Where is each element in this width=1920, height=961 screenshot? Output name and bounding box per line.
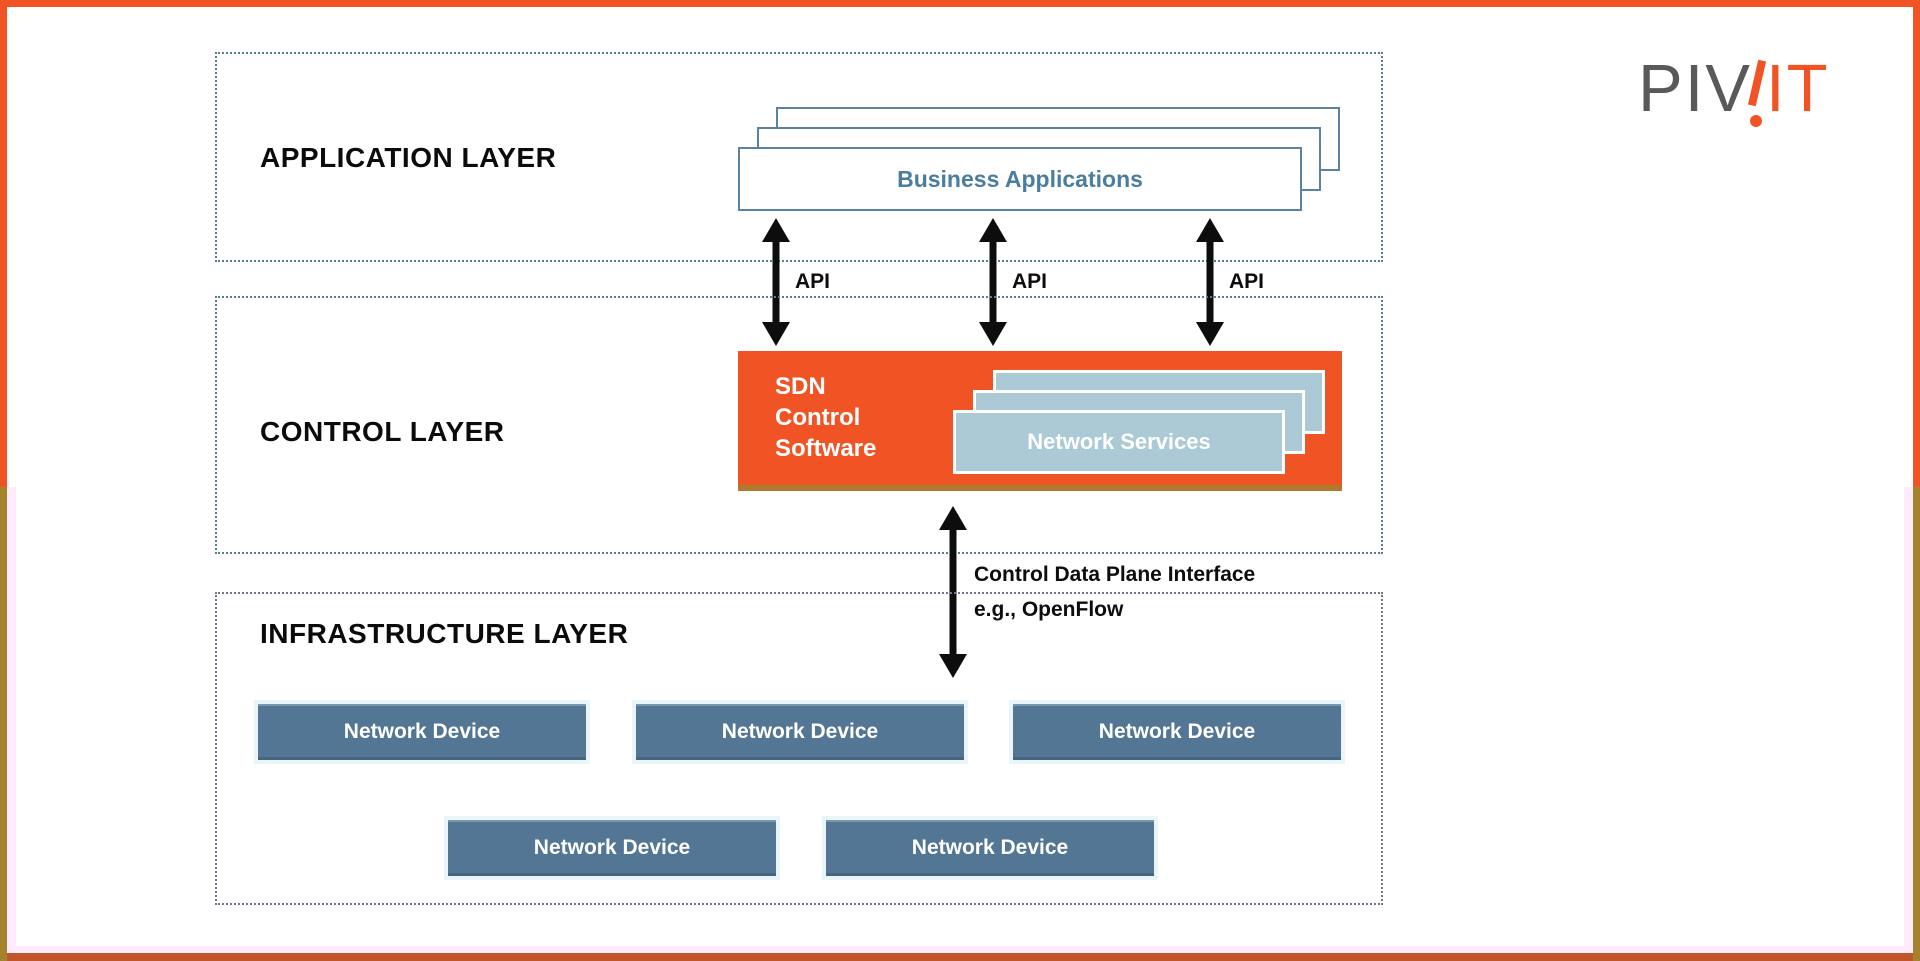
- arrow-shaft: [1206, 234, 1214, 330]
- arrow-down-icon: [762, 322, 790, 346]
- network-device-box-1: Network Device: [258, 704, 586, 760]
- network-services-card-front: Network Services: [953, 410, 1285, 474]
- arrow-down-icon: [939, 654, 967, 678]
- page-inner-strip-right: [1904, 487, 1913, 947]
- network-services-label: Network Services: [1027, 429, 1211, 454]
- api-arrow-3: [1195, 218, 1225, 346]
- api-arrow-1: [761, 218, 791, 346]
- api-label-2: API: [1012, 270, 1048, 293]
- infrastructure-layer-title: INFRASTRUCTURE LAYER: [260, 618, 629, 649]
- sdn-control-software-label: SDN Control Software: [775, 373, 877, 463]
- page-inner-strip-bottom: [7, 946, 1913, 953]
- api-arrow-2: [978, 218, 1008, 346]
- logo-exclamation-dot: [1750, 115, 1762, 127]
- arrow-down-icon: [1196, 322, 1224, 346]
- application-layer-box: APPLICATION LAYER: [215, 52, 1383, 262]
- control-layer-title: CONTROL LAYER: [260, 416, 505, 447]
- page-border-left-lower: [0, 487, 7, 961]
- business-applications-label: Business Applications: [897, 165, 1143, 192]
- page-border-right-lower: [1913, 487, 1920, 961]
- page-border-left-upper: [0, 0, 7, 487]
- api-label-3: API: [1229, 270, 1265, 293]
- network-device-box-4: Network Device: [448, 820, 776, 876]
- arrow-shaft: [772, 234, 780, 330]
- arrow-down-icon: [979, 322, 1007, 346]
- network-device-box-2: Network Device: [636, 704, 964, 760]
- business-applications-card-front: Business Applications: [738, 147, 1302, 211]
- control-layer-box: CONTROL LAYER: [215, 296, 1383, 554]
- cdpi-label-line2: e.g., OpenFlow: [974, 598, 1124, 621]
- page-border-right-upper: [1913, 0, 1920, 487]
- page-border-bottom: [7, 953, 1913, 961]
- page-inner-strip-left: [7, 487, 16, 947]
- page-border-top: [0, 0, 1920, 7]
- arrow-shaft: [989, 234, 997, 330]
- logo-text-orange: IT: [1766, 51, 1830, 126]
- logo-exclamation-slash: [1747, 59, 1767, 107]
- cdpi-label-line1: Control Data Plane Interface: [974, 563, 1256, 586]
- infrastructure-layer-box: INFRASTRUCTURE LAYER: [215, 592, 1383, 905]
- network-services-stack: Network Services: [953, 370, 1325, 474]
- business-applications-stack: Business Applications: [738, 107, 1340, 215]
- application-layer-title: APPLICATION LAYER: [260, 142, 557, 173]
- logo-text-gray: PIV: [1638, 51, 1752, 126]
- api-label-1: API: [795, 270, 831, 293]
- pivit-logo: PIV IT: [1638, 55, 1830, 139]
- network-device-box-5: Network Device: [826, 820, 1154, 876]
- network-device-box-3: Network Device: [1013, 704, 1341, 760]
- logo-exclamation-icon: [1747, 55, 1767, 135]
